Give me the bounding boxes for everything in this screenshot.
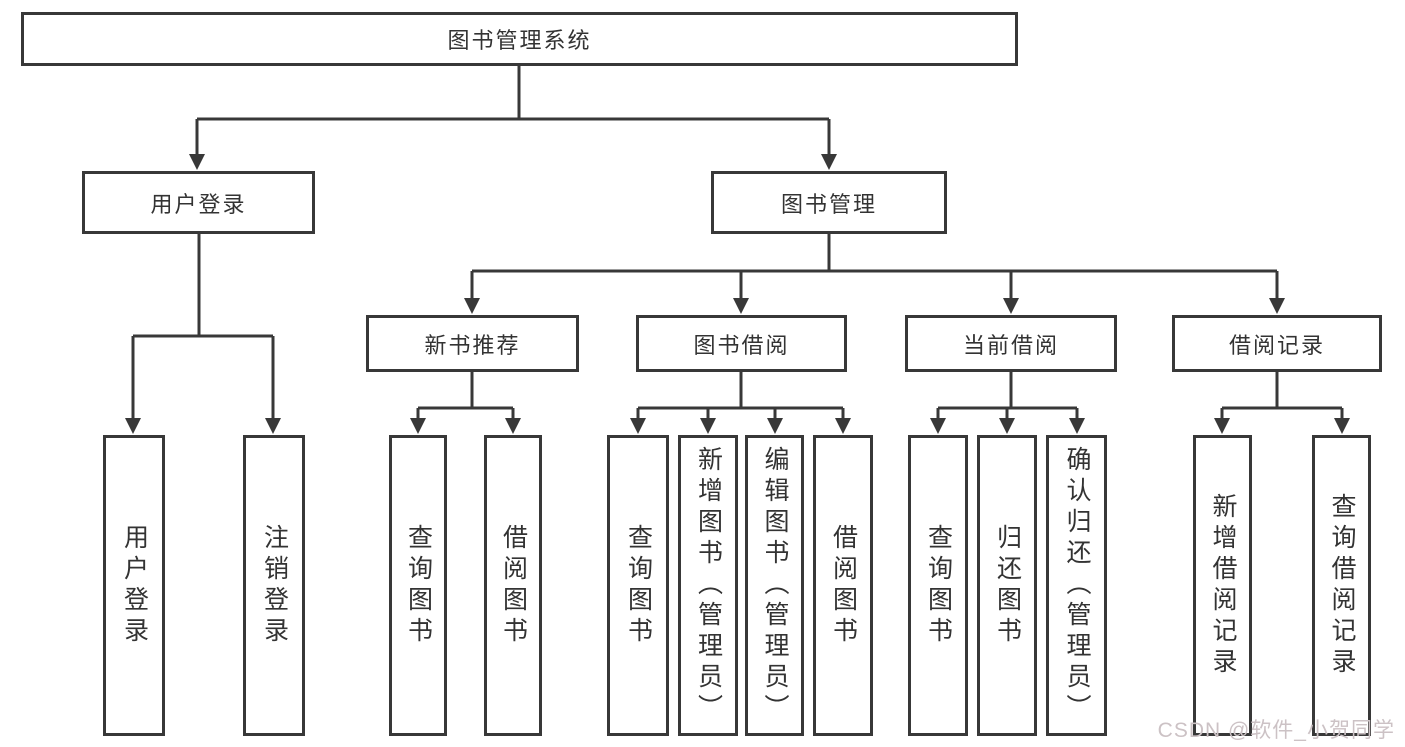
- leaf-query-books-borrow-label: 查询图书: [624, 523, 653, 648]
- leaf-query-books-current-label: 查询图书: [924, 523, 953, 648]
- leaf-return-book: 归还图书: [977, 435, 1037, 736]
- leaf-edit-book-admin: 编辑图书（管理员）: [745, 435, 804, 736]
- leaf-logout-label: 注销登录: [260, 523, 289, 648]
- node-root: 图书管理系统: [21, 12, 1018, 66]
- csdn-watermark: CSDN @软件_小贺同学: [1157, 719, 1395, 742]
- leaf-user-login-label: 用户登录: [120, 523, 149, 648]
- node-current-borrow-label: 当前借阅: [962, 332, 1059, 358]
- arrowheads: [125, 154, 1350, 434]
- leaf-borrow-books-recommend-label: 借阅图书: [499, 523, 528, 648]
- leaf-query-borrow-record: 查询借阅记录: [1312, 435, 1371, 736]
- leaf-confirm-return-admin: 确认归还（管理员）: [1046, 435, 1107, 736]
- node-borrow-records-label: 借阅记录: [1228, 332, 1325, 358]
- leaf-query-borrow-record-label: 查询借阅记录: [1328, 492, 1356, 679]
- leaf-add-book-admin: 新增图书（管理员）: [678, 435, 738, 736]
- node-root-label: 图书管理系统: [447, 28, 592, 53]
- leaf-confirm-return-admin-label: 确认归还（管理员）: [1063, 446, 1091, 725]
- leaf-query-books-recommend-label: 查询图书: [404, 523, 433, 648]
- leaf-query-books-borrow: 查询图书: [607, 435, 669, 736]
- leaf-return-book-label: 归还图书: [993, 523, 1022, 648]
- leaf-borrow-books-label: 借阅图书: [829, 523, 858, 648]
- node-book-management-label: 图书管理: [780, 191, 877, 217]
- node-book-borrow: 图书借阅: [636, 315, 847, 372]
- node-current-borrow: 当前借阅: [905, 315, 1117, 372]
- leaf-query-books-current: 查询图书: [908, 435, 968, 736]
- leaf-query-books-recommend: 查询图书: [389, 435, 447, 736]
- leaf-borrow-books-recommend: 借阅图书: [484, 435, 542, 736]
- node-book-management: 图书管理: [711, 171, 947, 234]
- leaf-borrow-books: 借阅图书: [813, 435, 873, 736]
- leaf-edit-book-admin-label: 编辑图书（管理员）: [761, 446, 789, 725]
- leaf-user-login: 用户登录: [103, 435, 165, 736]
- leaf-add-borrow-record: 新增借阅记录: [1193, 435, 1252, 736]
- node-new-book-recommend-label: 新书推荐: [424, 332, 521, 358]
- node-book-borrow-label: 图书借阅: [693, 332, 790, 358]
- node-user-login: 用户登录: [82, 171, 315, 234]
- leaf-add-book-admin-label: 新增图书（管理员）: [694, 446, 723, 725]
- node-new-book-recommend: 新书推荐: [366, 315, 579, 372]
- node-user-login-label: 用户登录: [150, 191, 247, 217]
- node-borrow-records: 借阅记录: [1172, 315, 1382, 372]
- leaf-add-borrow-record-label: 新增借阅记录: [1209, 492, 1237, 679]
- leaf-logout: 注销登录: [243, 435, 305, 736]
